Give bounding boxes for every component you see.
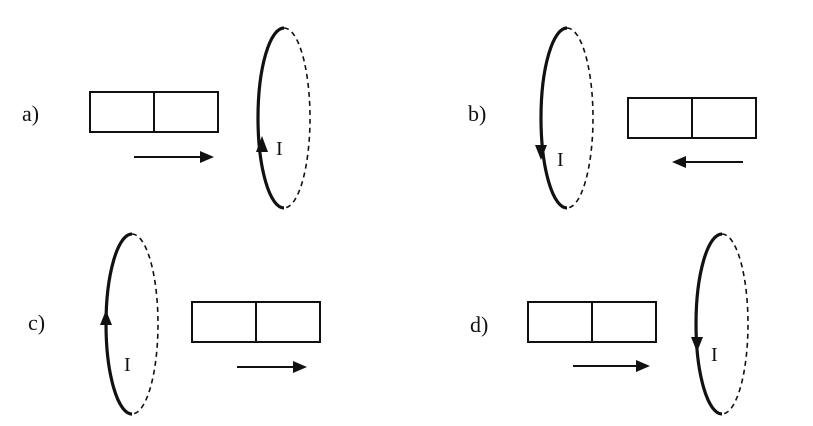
wire-loop-d <box>691 232 749 416</box>
loop-back-c <box>131 233 159 415</box>
motion-arrowhead-b <box>672 156 686 168</box>
wire-loop-a <box>256 26 311 210</box>
motion-arrow-left-b <box>672 156 743 168</box>
motion-arrow-right-c <box>237 361 307 373</box>
motion-arrow-right-d <box>573 360 650 372</box>
bar-magnet-a <box>89 91 219 133</box>
panel-label-d: d) <box>470 312 488 337</box>
current-label-b: I <box>557 149 564 171</box>
bar-magnet-b <box>627 97 757 139</box>
wire-loop-b <box>535 26 594 210</box>
current-label-c: I <box>124 354 131 376</box>
current-arrow-up-icon-a <box>256 136 268 152</box>
current-arrow-up-icon-c <box>100 310 112 325</box>
motion-arrowhead-a <box>200 151 214 163</box>
current-arrow-down-icon-b <box>535 145 547 160</box>
panel-d: d) I <box>470 232 749 416</box>
current-arrow-down-icon-d <box>691 337 703 352</box>
panel-b: b) I <box>468 26 757 210</box>
wire-loop-c <box>100 232 159 416</box>
loop-front-b <box>539 26 568 210</box>
panel-a: a) I <box>22 26 311 210</box>
panel-label-b: b) <box>468 101 486 126</box>
loop-back-d <box>721 233 749 415</box>
panel-label-c: c) <box>28 310 45 335</box>
current-label-d: I <box>711 344 718 366</box>
loop-front-d <box>694 232 723 416</box>
loop-back-a <box>283 27 311 209</box>
motion-arrow-right-a <box>134 151 214 163</box>
loop-front-a <box>256 26 285 210</box>
panel-c: c) I <box>28 232 321 416</box>
current-label-a: I <box>276 138 283 160</box>
bar-magnet-d <box>527 301 657 343</box>
loop-back-b <box>566 27 594 209</box>
motion-arrowhead-d <box>636 360 650 372</box>
motion-arrowhead-c <box>293 361 307 373</box>
panel-label-a: a) <box>22 101 39 126</box>
bar-magnet-c <box>191 301 321 343</box>
